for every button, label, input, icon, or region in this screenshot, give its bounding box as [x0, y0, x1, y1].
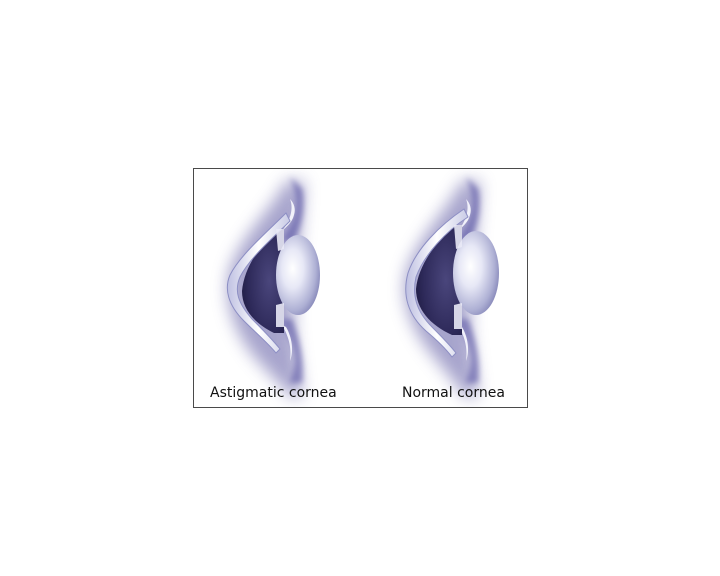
- upper-tissue-highlight-left: [282, 199, 295, 231]
- upper-tissue-right: [458, 177, 480, 241]
- cornea-comparison-illustration: [226, 177, 499, 397]
- lower-tissue-right: [456, 319, 479, 383]
- iris-edge-top-right: [454, 225, 462, 249]
- lens-left: [276, 235, 320, 315]
- normal-cornea-caption: Normal cornea: [402, 385, 505, 401]
- iris-right: [416, 225, 462, 335]
- iris-edge-bottom-right: [454, 303, 462, 329]
- lower-tissue-highlight-right: [458, 325, 469, 361]
- iris-left: [242, 229, 284, 333]
- astigmatic-eye-diagram: [226, 177, 320, 397]
- iris-edge-top-left: [276, 229, 284, 251]
- iris-edge-bottom-left: [276, 303, 284, 327]
- normal-cornea: [405, 208, 469, 358]
- astigmatic-cornea-caption: Astigmatic cornea: [210, 385, 337, 401]
- lens-right: [453, 231, 499, 315]
- upper-tissue-highlight-right: [458, 199, 471, 231]
- upper-tissue-left: [282, 177, 304, 241]
- lower-tissue-highlight-left: [282, 325, 293, 361]
- normal-eye-diagram: [404, 177, 499, 397]
- lower-tissue-left: [280, 319, 303, 383]
- eye-diagram-figure: Astigmatic cornea Normal cornea: [193, 168, 528, 408]
- astigmatic-cornea: [226, 212, 291, 354]
